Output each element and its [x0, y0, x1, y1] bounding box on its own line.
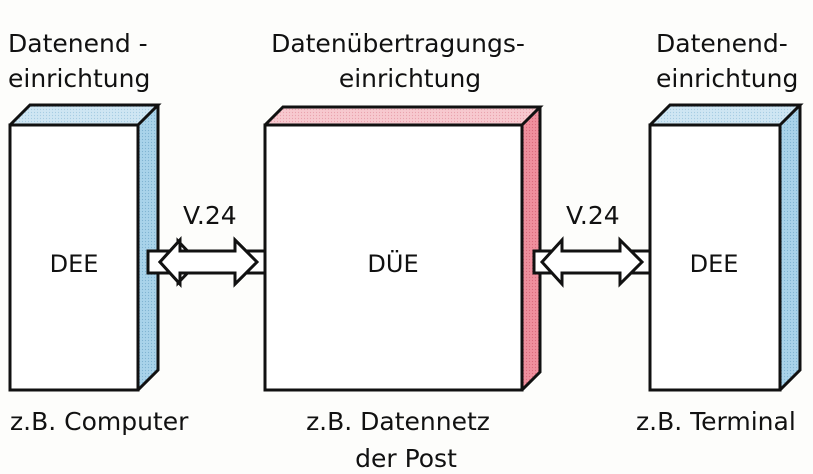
left-box-front: [10, 125, 138, 390]
middle-caption-line1: z.B. Datennetz: [306, 407, 490, 436]
middle-box-front: [265, 125, 522, 390]
right-box: DEE: [648, 103, 804, 392]
middle-box-label: DÜE: [367, 249, 418, 278]
left-link-label: V.24: [183, 201, 237, 230]
right-box-front: [650, 125, 780, 390]
right-box-side: [780, 105, 800, 390]
left-box-top: [10, 105, 158, 125]
left-caption: z.B. Computer: [10, 407, 189, 436]
left-box-label: DEE: [50, 250, 99, 278]
middle-caption-line2: der Post: [355, 444, 457, 473]
left-box-side: [138, 105, 158, 390]
right-caption: z.B. Terminal: [636, 407, 796, 436]
right-title-line1: Datenend-: [656, 29, 788, 58]
left-interface-arrow: V.24: [146, 201, 267, 288]
middle-box-top: [265, 107, 540, 125]
right-link-label: V.24: [566, 201, 620, 230]
middle-box-side: [522, 107, 540, 390]
right-box-top: [650, 105, 800, 125]
right-box-label: DEE: [690, 250, 739, 278]
left-title-line2: einrichtung: [8, 64, 150, 93]
right-double-arrow: [539, 236, 645, 288]
middle-title-line2: einrichtung: [339, 64, 481, 93]
right-interface-arrow: V.24: [532, 201, 652, 288]
middle-box: DÜE: [263, 105, 544, 392]
middle-title-line1: Datenübertragungs-: [271, 29, 525, 58]
right-title-line2: einrichtung: [656, 64, 798, 93]
left-box: DEE: [8, 103, 162, 392]
left-title-line1: Datenend -: [8, 29, 148, 58]
